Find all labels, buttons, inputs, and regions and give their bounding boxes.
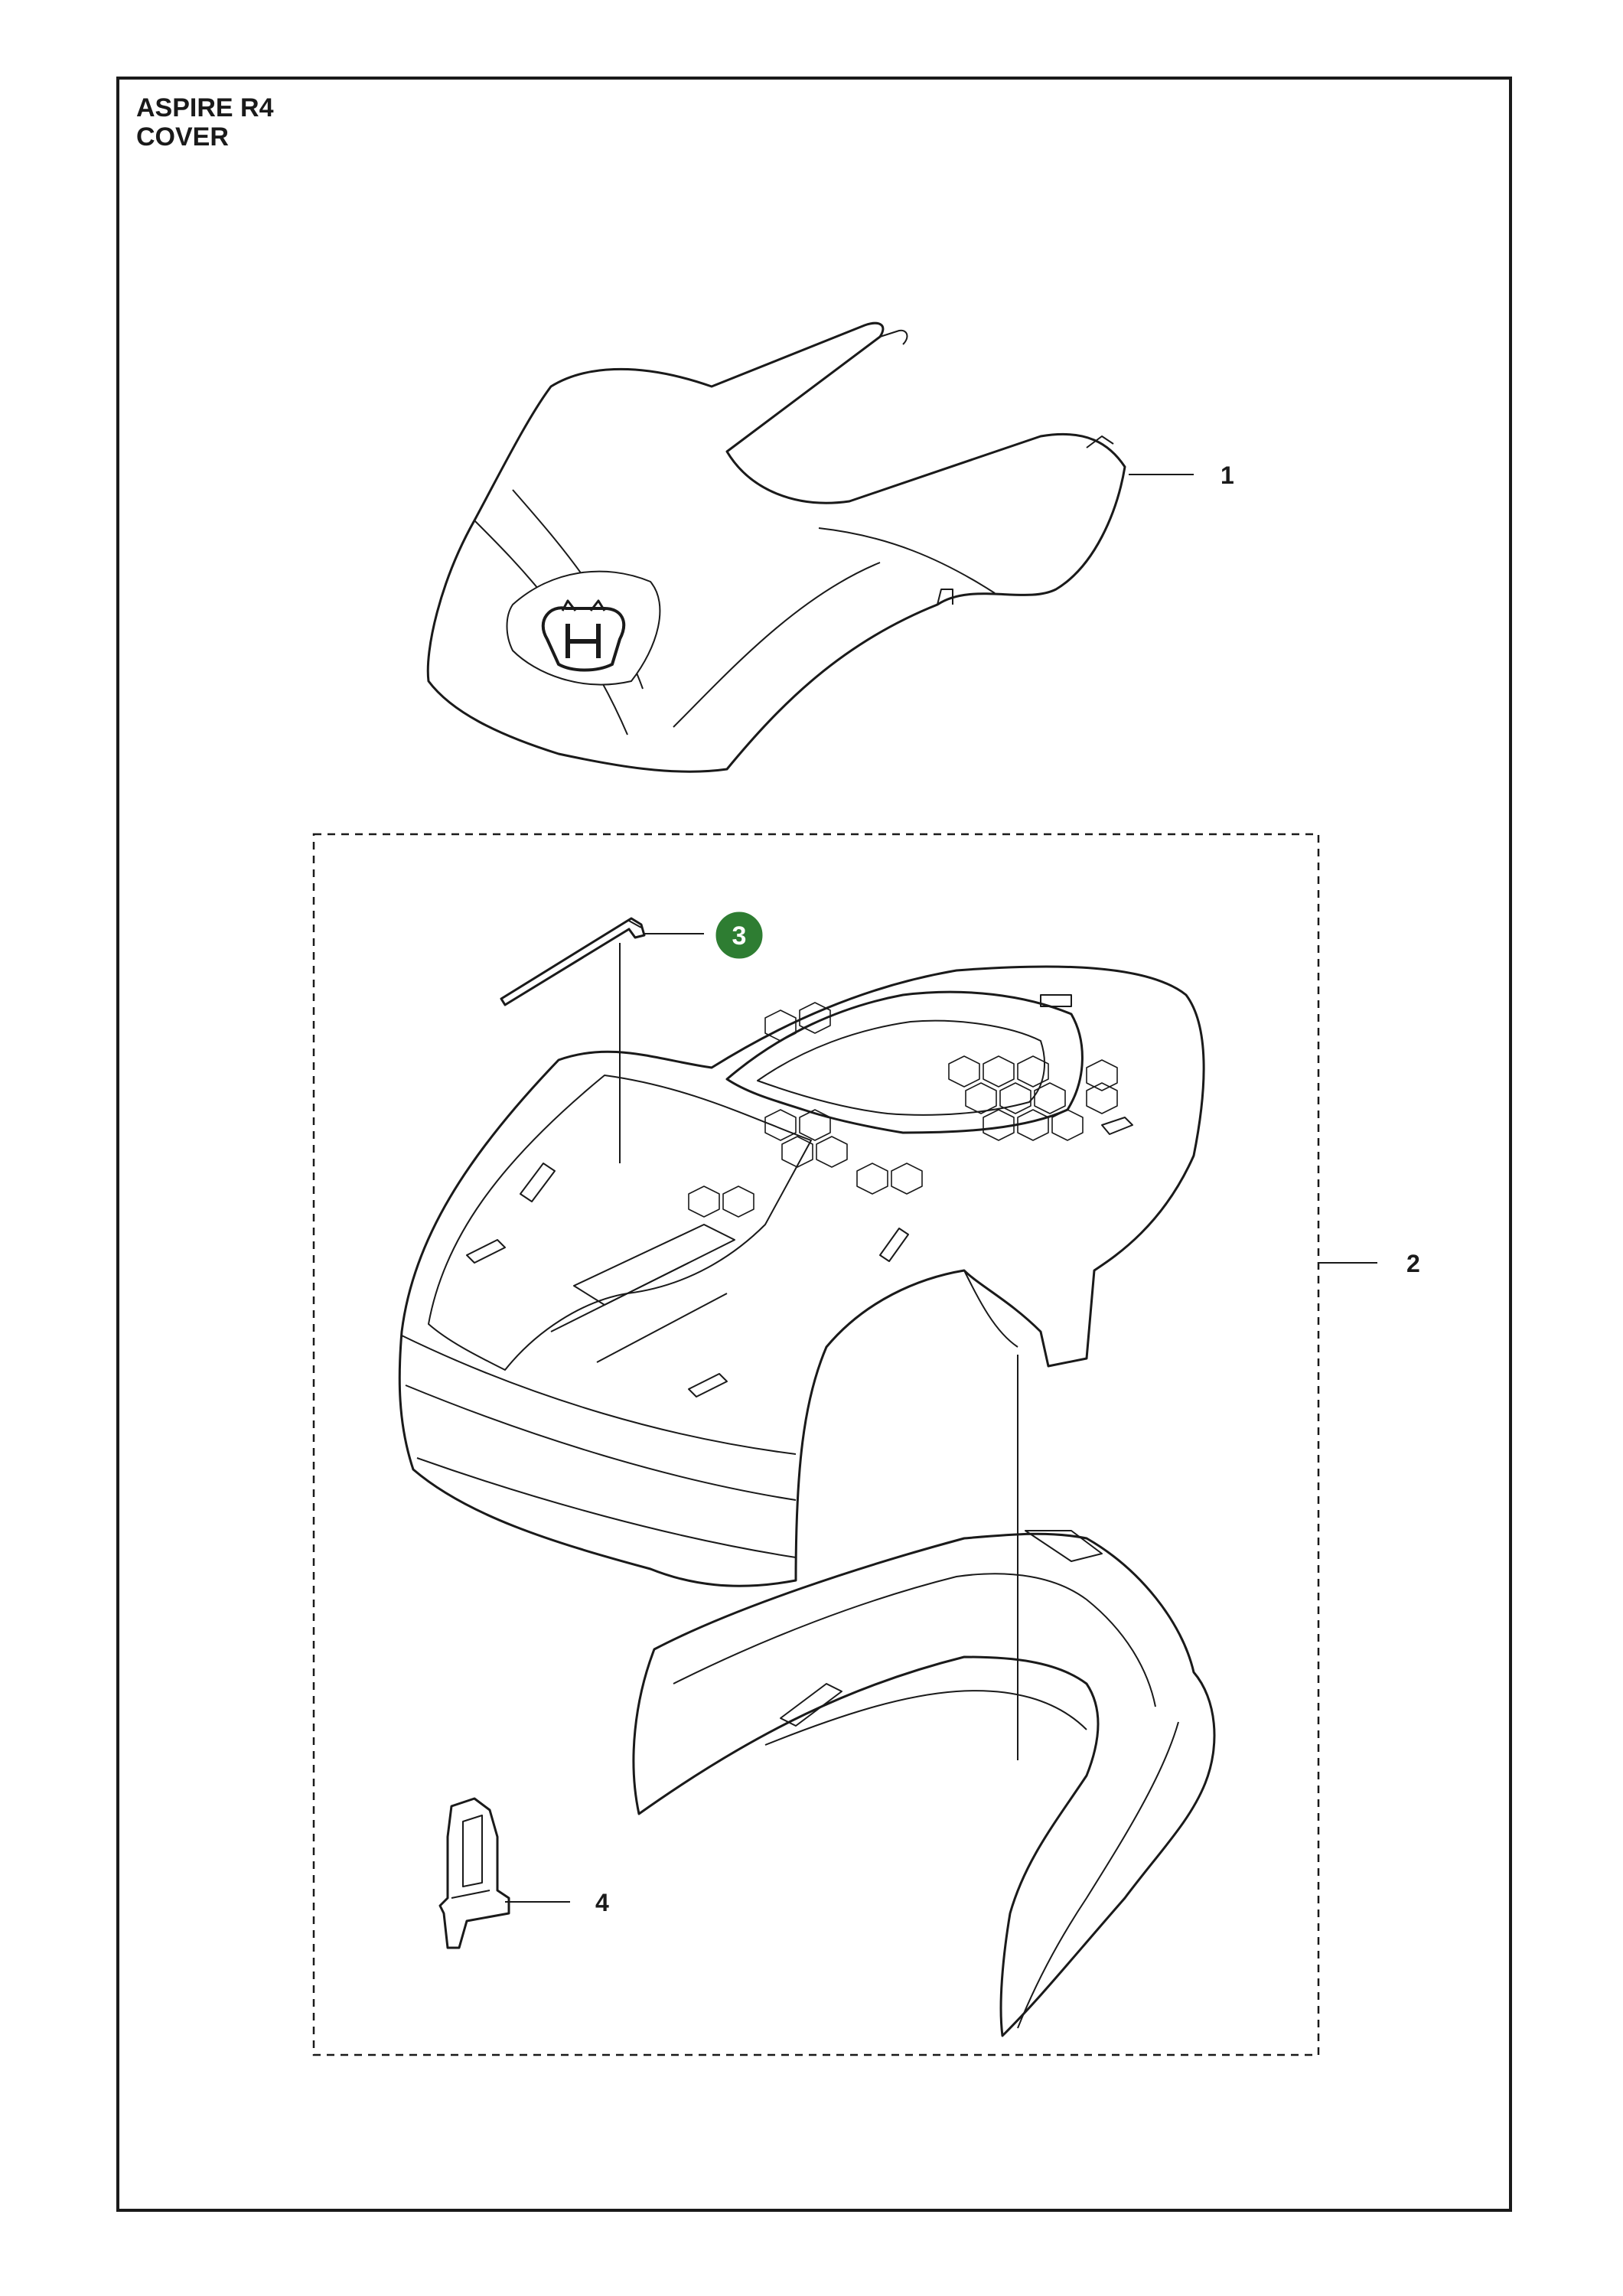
model-name: ASPIRE R4 [136,93,274,122]
callout-label-1[interactable]: 1 [1221,461,1234,489]
callout-label-2[interactable]: 2 [1406,1250,1420,1277]
callout-label-4[interactable]: 4 [595,1889,609,1916]
callout-label-3: 3 [732,921,747,951]
part-body-chassis[interactable] [398,965,1205,1587]
husqvarna-logo-icon [541,599,626,672]
assembly-name: COVER [136,122,229,152]
part-clip[interactable] [438,1797,510,1949]
diagram-title: ASPIRE R4 COVER [136,93,274,152]
diagram-frame [116,77,1512,2212]
part-hex-key[interactable] [500,917,646,1006]
part-bumper[interactable] [632,1530,1216,2037]
kit-boundary [312,833,1320,2056]
part-top-cover[interactable] [426,321,1126,773]
callout-badge-3[interactable]: 3 [715,912,763,959]
